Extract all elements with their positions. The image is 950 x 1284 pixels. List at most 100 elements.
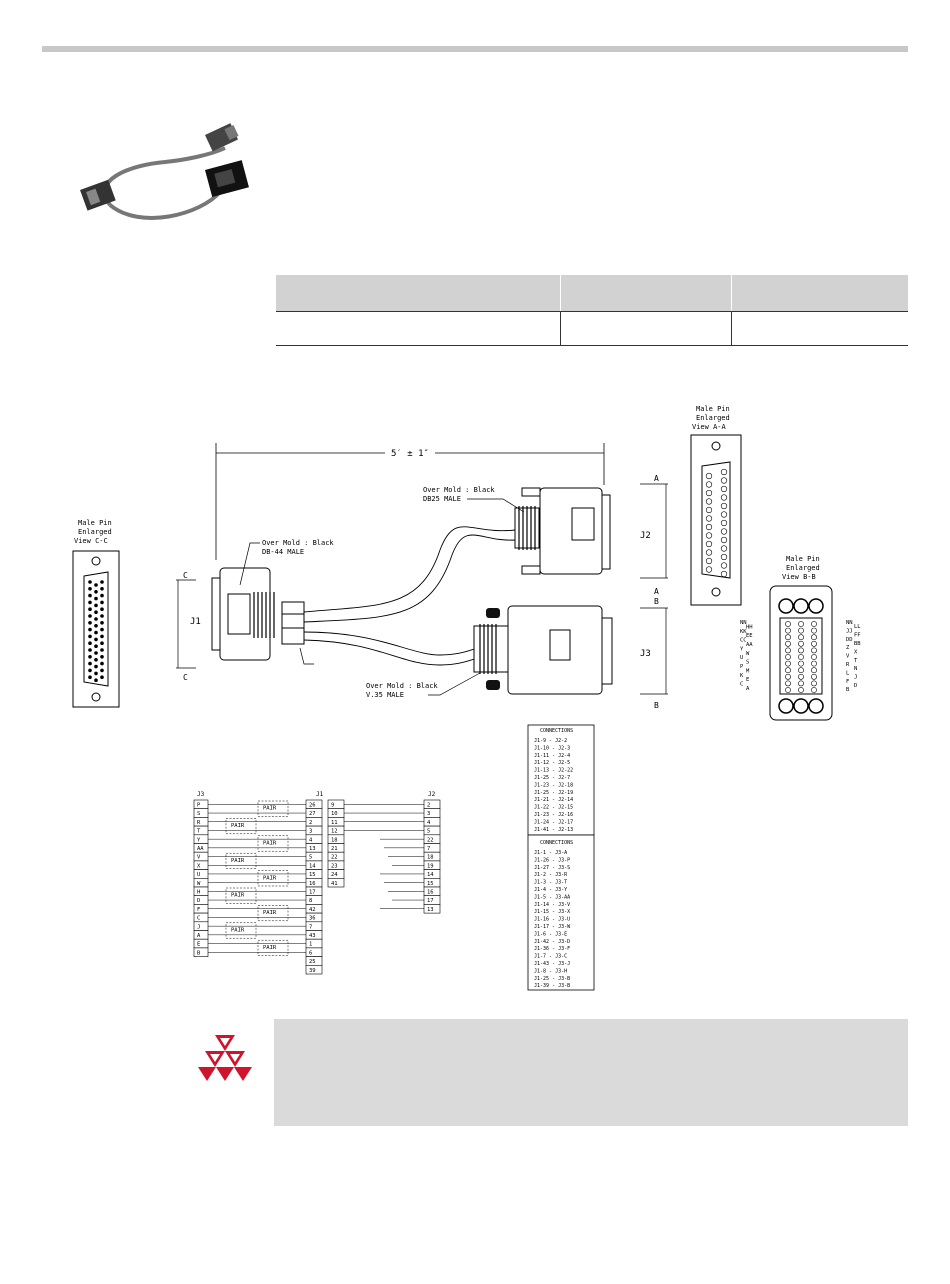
j1-pin-label: 1 <box>309 942 312 948</box>
v35-pin <box>811 680 817 687</box>
section-a-bottom: A <box>654 587 659 596</box>
j1-pin-cell-right <box>327 877 345 888</box>
j2-pin-label: 19 <box>427 863 434 869</box>
v35-pin-label-right: J <box>854 675 857 681</box>
j1-pin-label: 27 <box>309 811 316 817</box>
db25-pin <box>705 549 713 556</box>
j1-pin-label: 5 <box>309 855 312 861</box>
db44-pin <box>88 634 92 639</box>
v35-pin-label-right: Z <box>846 645 850 651</box>
v35-pin-label-left: M <box>746 668 750 674</box>
j3-pin-label: X <box>197 863 201 869</box>
j3-connector <box>473 605 613 695</box>
j1-callout-line1: Over Mold : Black <box>262 539 334 547</box>
connection-row: J1-36 - J3-F <box>534 946 570 952</box>
connections-j2-title: CONNECTIONS <box>540 728 573 734</box>
v35-pin-label-left: AA <box>746 642 753 648</box>
connection-row: J1-21 - J2-14 <box>534 797 573 803</box>
v35-pin-label-right: X <box>854 649 858 655</box>
v35-pin <box>811 647 817 654</box>
v35-pin <box>785 680 791 687</box>
connection-row: J1-25 - J2-7 <box>534 775 570 781</box>
polycom-logo-icon <box>198 1035 252 1081</box>
j1-right-pin-label: 12 <box>331 829 338 835</box>
v35-pin <box>811 667 817 674</box>
cable-photo <box>80 123 249 220</box>
j2-pin-label: 16 <box>427 890 434 896</box>
db25-pin <box>720 519 728 527</box>
connection-row: J1-1 - J3-A <box>534 850 567 856</box>
db25-pin <box>720 545 728 552</box>
j1-pin-label: 14 <box>309 863 316 869</box>
view-c-line3: View C-C <box>74 537 108 545</box>
v35-pin-label-left: E <box>746 677 749 683</box>
v35-pin <box>798 680 804 687</box>
view-a-line1: Male Pin <box>696 405 730 413</box>
v35-pin-label-right: L <box>846 670 850 676</box>
v35-pin-label-right: B <box>846 687 850 693</box>
j3-pin-label: W <box>197 881 201 887</box>
j1-pin-label: 6 <box>309 950 312 956</box>
connection-row: J1-3 - J3-T <box>534 880 567 886</box>
v35-pin-label-right: D <box>854 683 857 689</box>
db25-pin <box>720 570 728 578</box>
pair-label: PAIR <box>231 823 245 829</box>
v35-pin <box>811 673 817 680</box>
section-b-top: B <box>654 597 659 606</box>
note-box <box>274 1019 908 1126</box>
db44-pin <box>100 668 104 673</box>
v35-pin <box>798 621 804 627</box>
db44-pin <box>100 675 104 679</box>
db44-pin <box>88 648 92 652</box>
j1-pin-label: 39 <box>309 968 316 974</box>
v35-pin-label-right: LL <box>854 624 861 630</box>
v35-pin-label-right: BB <box>854 641 861 647</box>
pair-label: PAIR <box>231 858 245 864</box>
connection-row: J1-17 - J3-W <box>534 924 571 930</box>
connection-row: J1-26 - J3-P <box>534 857 570 863</box>
v35-pin-label-right: V <box>846 654 850 660</box>
j3-pin-label: Y <box>197 837 201 843</box>
db25-pin <box>720 494 728 501</box>
connection-row: J1-14 - J3-V <box>534 902 570 908</box>
db25-pin <box>705 532 713 539</box>
db44-pin <box>94 624 98 628</box>
v35-pin <box>785 621 791 627</box>
db44-pin <box>100 627 104 632</box>
view-a-connector <box>690 434 742 606</box>
section-a-top: A <box>654 474 659 483</box>
db44-pin <box>94 637 98 642</box>
connection-row: J1-5 - J3-AA <box>534 894 570 900</box>
db44-pin <box>100 661 104 666</box>
db25-pin <box>720 562 728 569</box>
view-c-line2: Enlarged <box>78 528 112 536</box>
view-b-line3: View B-B <box>782 573 816 581</box>
v35-pin <box>785 640 791 647</box>
wiring-j3-header: J3 <box>197 791 205 798</box>
v35-pin <box>785 660 791 667</box>
db44-pin <box>94 590 98 594</box>
pair-label: PAIR <box>263 945 277 951</box>
pair-box <box>257 870 289 887</box>
j3-pin-label: D <box>197 898 200 904</box>
connection-row: J1-16 - J3-U <box>534 917 570 923</box>
j2-pin-label: 14 <box>427 872 434 878</box>
connection-row: J1-41 - J2-13 <box>534 827 573 833</box>
v35-pin <box>785 687 791 693</box>
table-row <box>276 311 908 346</box>
pair-box <box>225 887 257 904</box>
j3-callout-line1: Over Mold : Black <box>366 682 438 690</box>
v35-pin-label-right: R <box>846 662 850 668</box>
section-b-bottom: B <box>654 701 659 710</box>
j2-pin-label: 5 <box>427 829 430 835</box>
v35-pin <box>811 654 817 660</box>
db44-pin <box>88 587 92 591</box>
view-b-line2: Enlarged <box>786 564 820 572</box>
db25-pin <box>720 553 728 561</box>
pair-box <box>257 835 289 852</box>
pair-label: PAIR <box>263 875 277 881</box>
db44-pin <box>94 603 98 608</box>
v35-pin <box>785 627 791 634</box>
j1-pin-label: 26 <box>309 803 316 809</box>
v35-pin-label-left: CC <box>740 638 747 644</box>
